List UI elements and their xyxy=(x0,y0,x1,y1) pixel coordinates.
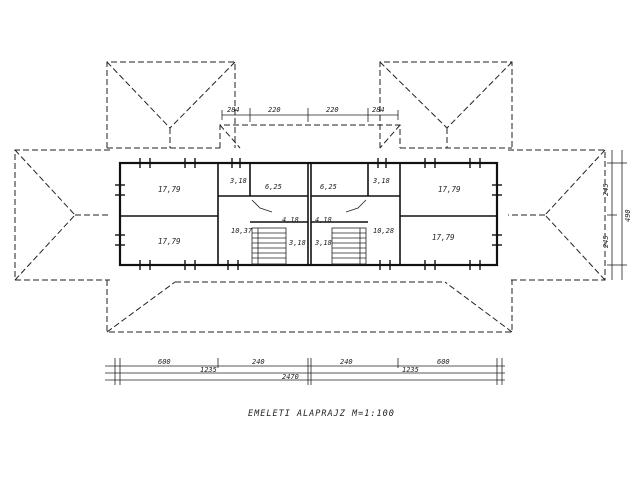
room-area-right-bedroom-top: 17,79 xyxy=(438,185,461,194)
room-area-left-stair: 3,18 xyxy=(288,239,306,247)
room-area-left-hall: 10,37 xyxy=(231,227,253,235)
room-area-right-bedroom-bottom: 17,79 xyxy=(432,233,455,242)
room-area-right-stair: 3,18 xyxy=(314,239,332,247)
left-staircase xyxy=(251,199,287,265)
dim-bottom-total: 2470 xyxy=(282,373,299,381)
building-walls xyxy=(118,161,499,267)
room-area-left-bath: 3,18 xyxy=(229,177,247,185)
top-dimension-chain: 284 220 220 284 xyxy=(221,106,399,122)
roof-outline xyxy=(14,61,606,333)
dim-top-3: 220 xyxy=(326,106,339,114)
room-area-right-wc: 4,18 xyxy=(315,216,332,224)
room-area-left-bedroom-top: 17,79 xyxy=(158,185,181,194)
room-area-right-room: 6,25 xyxy=(320,183,337,191)
room-area-left-wc: 4,18 xyxy=(282,216,299,224)
dim-bottom-4: 600 xyxy=(437,358,450,366)
dim-bottom-mid-2: 1235 xyxy=(402,366,419,374)
dim-top-1: 284 xyxy=(227,106,240,114)
room-area-right-hall: 10,28 xyxy=(373,227,394,235)
dim-bottom-2: 240 xyxy=(252,358,265,366)
right-dimension-chain: 245 245 490 xyxy=(602,150,632,280)
dim-right-1: 245 xyxy=(602,183,610,196)
dim-bottom-mid-1: 1235 xyxy=(200,366,217,374)
dim-right-2: 245 xyxy=(602,235,610,248)
dim-top-4: 284 xyxy=(372,106,385,114)
bottom-dimension-chains: 600 240 240 600 1235 1235 2470 xyxy=(105,358,505,385)
dim-bottom-1: 600 xyxy=(158,358,171,366)
window-marks xyxy=(115,158,502,270)
room-area-right-bath: 3,18 xyxy=(372,177,390,185)
dim-bottom-3: 240 xyxy=(340,358,353,366)
drawing-title: EMELETI ALAPRAJZ M=1:100 xyxy=(248,409,395,419)
room-area-left-room: 6,25 xyxy=(265,183,282,191)
right-staircase xyxy=(331,199,367,265)
room-area-left-bedroom-bottom: 17,79 xyxy=(158,237,181,246)
dim-top-2: 220 xyxy=(268,106,281,114)
dim-right-total: 490 xyxy=(624,209,632,222)
room-labels: 17,79 17,79 3,18 6,25 10,37 4,18 3,18 6,… xyxy=(158,177,461,247)
